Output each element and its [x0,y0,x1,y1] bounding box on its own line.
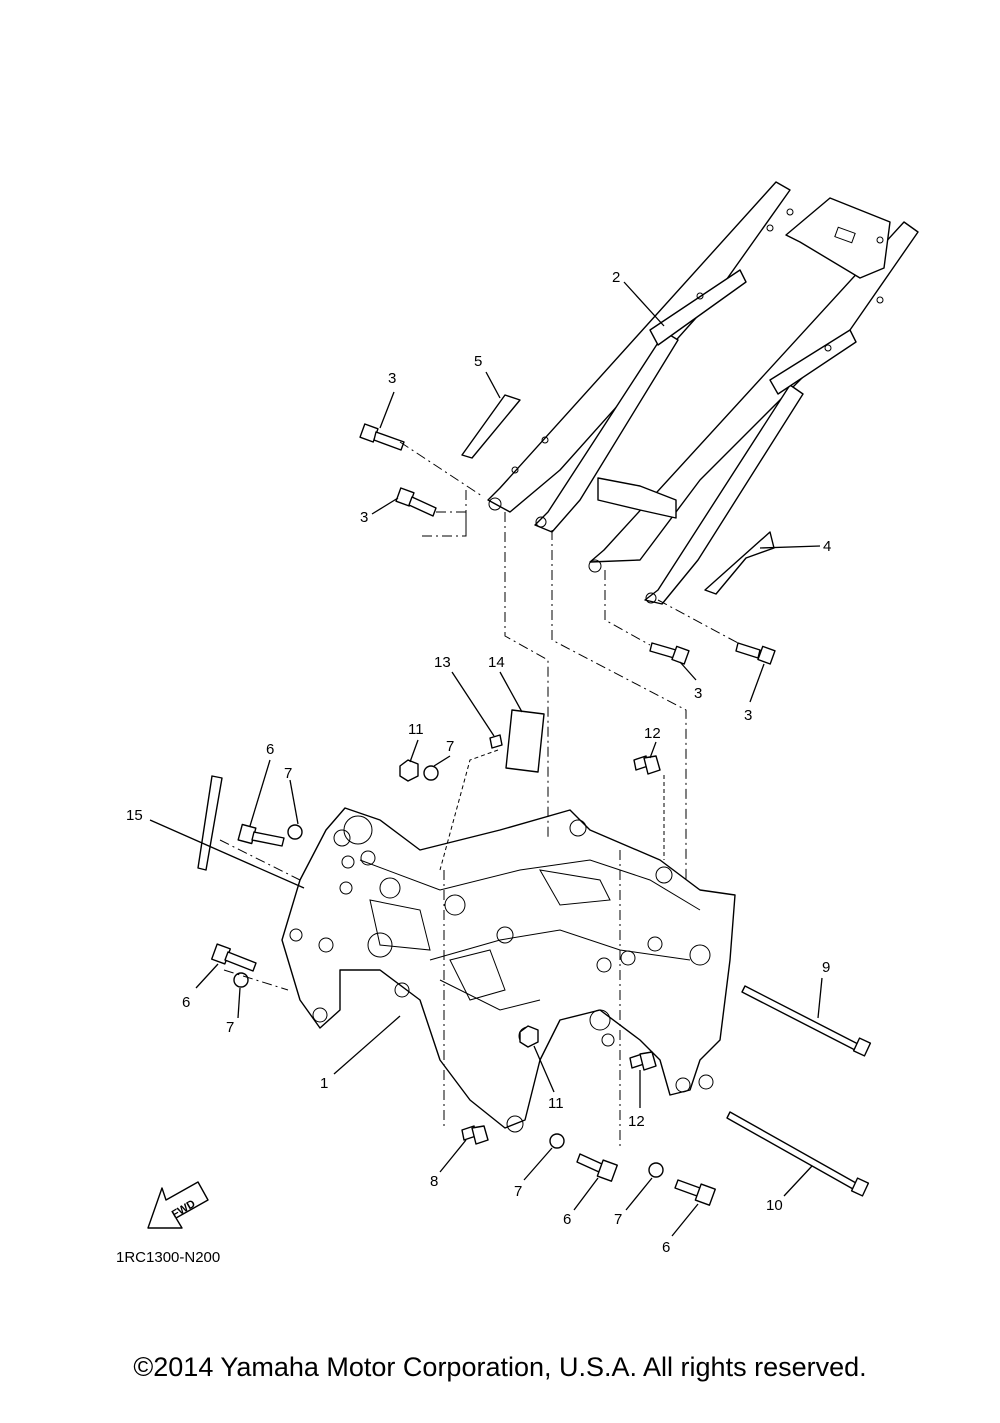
label-9: 9 [822,959,830,976]
fwd-arrow: FWD [147,1181,209,1229]
nut-11-top [399,759,419,782]
label-11-a: 11 [408,721,424,738]
label-12-a: 12 [644,725,661,742]
bolt-3-upper [359,423,405,451]
bolt-6-top [237,823,285,847]
label-7-c: 7 [226,1019,234,1036]
main-frame [281,807,736,1133]
label-plate [505,709,545,773]
bolt-8 [461,1125,489,1145]
part-labels: 2 3 5 3 4 3 3 13 14 11 7 12 6 7 15 6 7 1… [126,269,831,1256]
label-6-d: 6 [662,1239,670,1256]
leader-lines [149,281,823,1237]
copyright-notice: ©2014 Yamaha Motor Corporation, U.S.A. A… [133,1352,867,1382]
label-5: 5 [474,353,482,370]
washer-7-d [549,1133,565,1149]
clip-13 [489,734,503,749]
label-14: 14 [488,654,505,671]
bolt-3-lower-right [735,642,776,665]
bolt-6-bottom-center [576,1153,618,1182]
label-7-e: 7 [614,1211,622,1228]
bolt-6-left [210,943,257,972]
rear-subframe [487,181,919,605]
frame-parts-diagram: 2 3 5 3 4 3 3 13 14 11 7 12 6 7 15 6 7 1… [116,181,919,1266]
label-4: 4 [823,538,831,555]
label-7-a: 7 [446,738,454,755]
label-8: 8 [430,1173,438,1190]
label-3-c: 3 [694,685,702,702]
long-bolt-10 [726,1111,870,1197]
assembly-lines [219,441,739,1148]
label-6-c: 6 [563,1211,571,1228]
washer-7-b [287,824,303,840]
label-7-b: 7 [284,765,292,782]
label-2: 2 [612,269,620,286]
side-plate [197,775,223,871]
label-7-d: 7 [514,1183,522,1200]
label-1: 1 [320,1075,328,1092]
diagram-code: 1RC1300-N200 [116,1249,220,1266]
bolt-3-lower-left [649,642,690,665]
guard-plate-left [461,394,521,459]
label-6-b: 6 [182,994,190,1011]
label-3-d: 3 [744,707,752,724]
nut-11-lower [519,1025,539,1048]
guard-plate-right [704,531,775,595]
washer-7-e [648,1162,664,1178]
label-15: 15 [126,807,143,824]
label-10: 10 [766,1197,783,1214]
label-6-a: 6 [266,741,274,758]
bolt-12-lower [629,1051,657,1071]
label-3-b: 3 [360,509,368,526]
label-12-b: 12 [628,1113,645,1130]
bolt-3-middle [395,487,437,517]
label-13: 13 [434,654,451,671]
washer-7-c [233,972,249,988]
bolt-6-bottom-right [674,1179,716,1206]
label-11-b: 11 [548,1095,564,1112]
label-3-a: 3 [388,370,396,387]
washer-7-a [423,765,439,781]
bolt-12-top [633,755,661,775]
long-bolt-9 [741,985,872,1057]
